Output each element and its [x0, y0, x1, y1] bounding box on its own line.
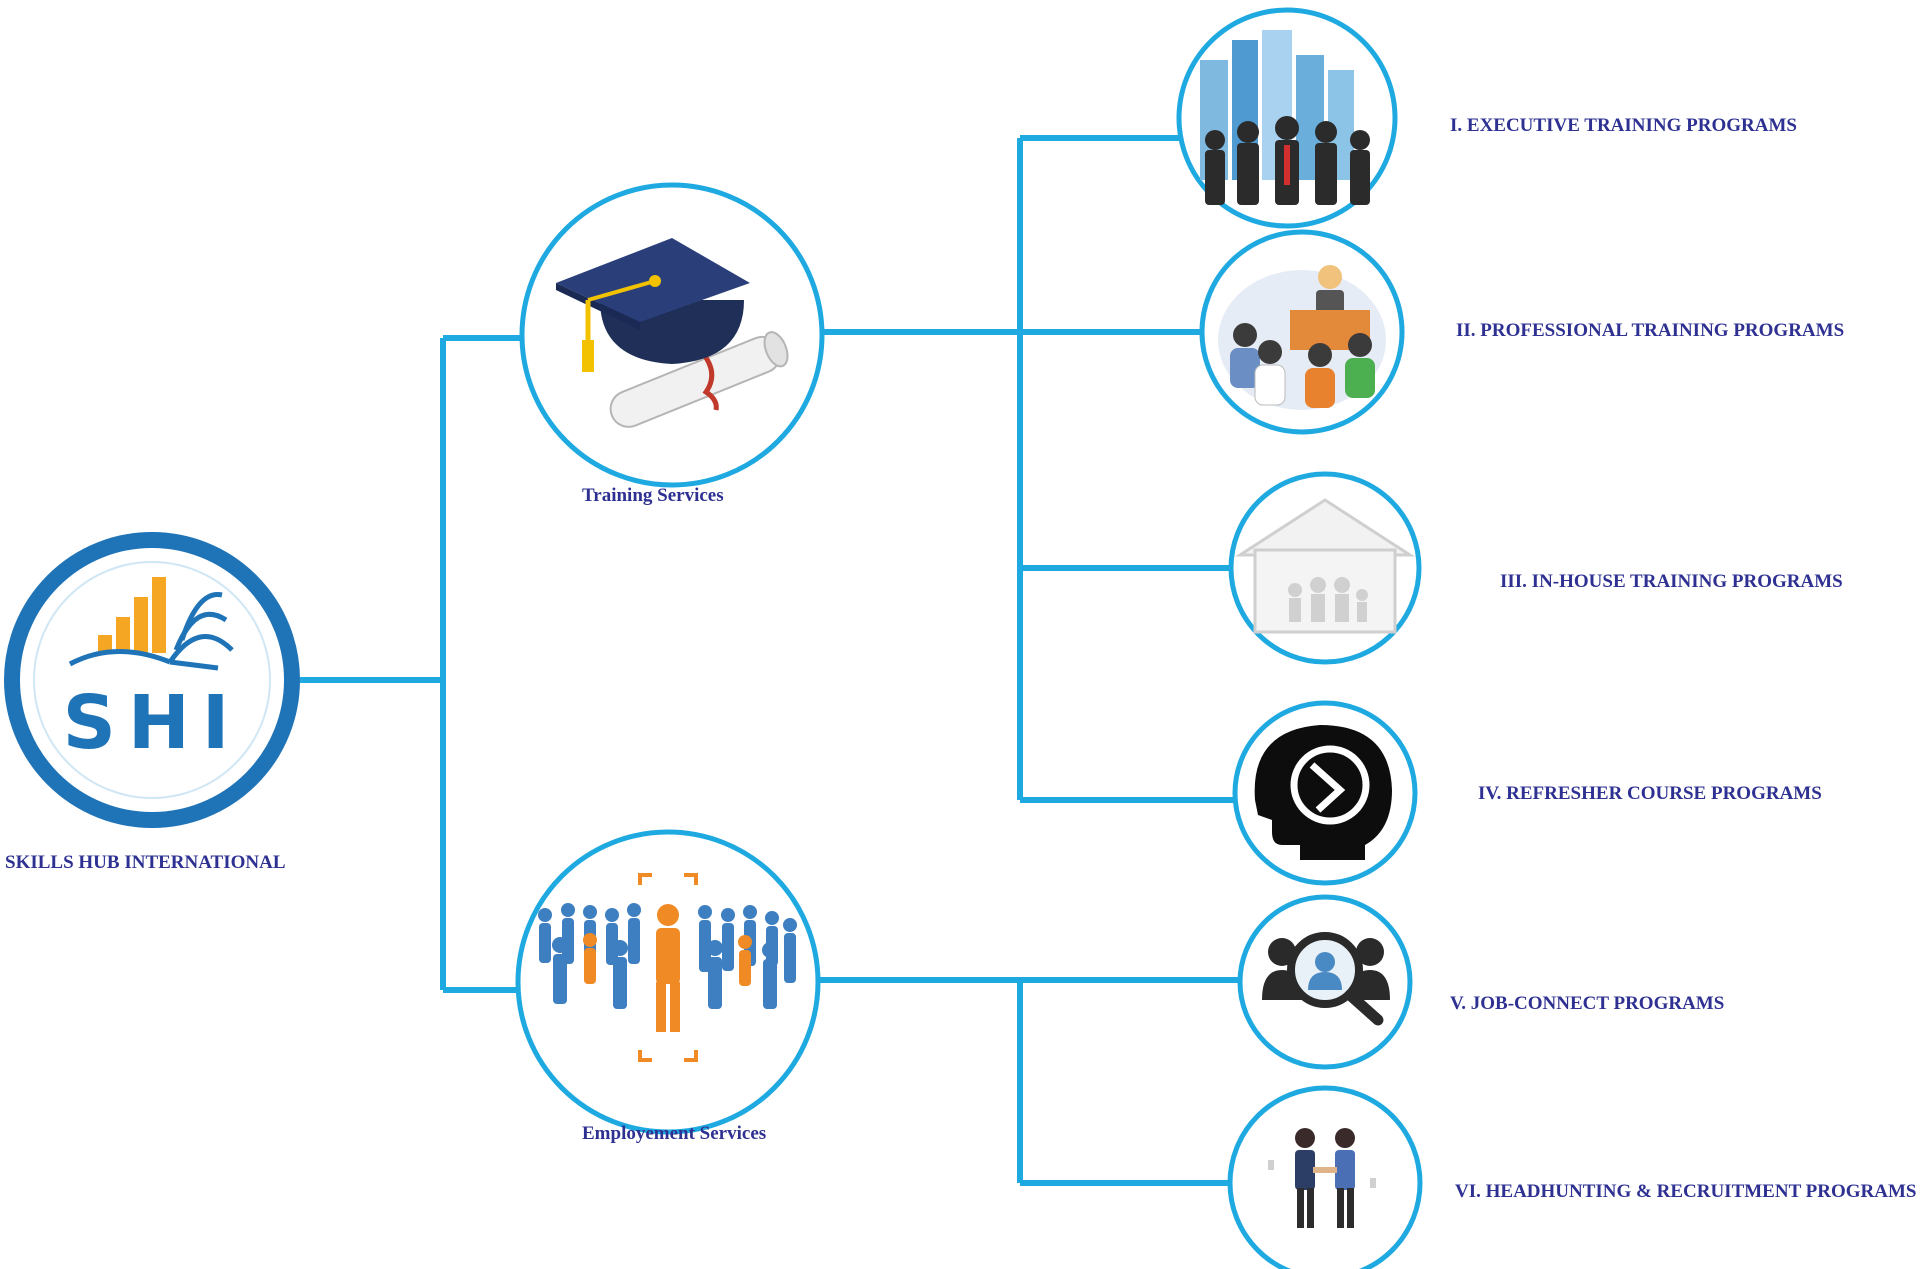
program-node-executive: [1176, 7, 1398, 229]
magnifier-people-icon: [1262, 932, 1390, 1026]
program-label-in-house: III. IN-HOUSE TRAINING PROGRAMS: [1500, 571, 1843, 592]
business-team-city-icon: [1200, 30, 1370, 205]
shi-logo: SHI: [4, 532, 300, 828]
bar-chart-icon: [98, 577, 166, 653]
employment-services-node: [515, 829, 821, 1135]
connectors: [300, 135, 1240, 1186]
branch-label-employment: Employement Services: [582, 1123, 767, 1144]
open-book-icon: [68, 592, 234, 671]
graduation-cap-diploma-icon: [556, 238, 789, 428]
connector-employment-to-programs: [814, 977, 1240, 1186]
program-label-headhunting: VI. HEADHUNTING & RECRUITMENT PROGRAMS: [1455, 1181, 1917, 1202]
branch-label-training: Training Services: [582, 485, 724, 506]
house-family-icon: [1234, 498, 1416, 634]
lecture-audience-icon: [1218, 265, 1386, 410]
crowd-candidate-selection-icon: [538, 873, 797, 1062]
program-node-professional: [1199, 229, 1405, 435]
program-label-job-connect: V. JOB-CONNECT PROGRAMS: [1450, 993, 1725, 1014]
connector-root-to-branches: [300, 335, 522, 993]
program-label-executive: I. EXECUTIVE TRAINING PROGRAMS: [1450, 115, 1797, 136]
handshake-icon: [1268, 1128, 1376, 1228]
program-node-headhunting: [1227, 1085, 1423, 1269]
head-refresh-icon: [1254, 725, 1392, 860]
logo-text: SHI: [63, 680, 242, 766]
training-services-node: [519, 182, 825, 488]
root-label: SKILLS HUB INTERNATIONAL: [5, 852, 286, 873]
program-label-refresher: IV. REFRESHER COURSE PROGRAMS: [1478, 783, 1822, 804]
program-label-professional: II. PROFESSIONAL TRAINING PROGRAMS: [1456, 320, 1845, 341]
connector-training-to-programs: [824, 135, 1240, 803]
program-node-job-connect: [1237, 894, 1413, 1070]
program-node-in-house: [1228, 471, 1422, 665]
program-node-refresher: [1232, 700, 1418, 886]
